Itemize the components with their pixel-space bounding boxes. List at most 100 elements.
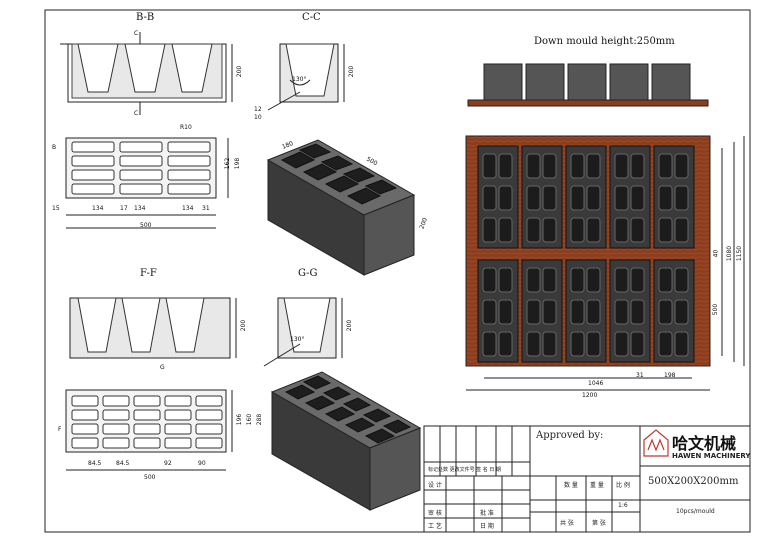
dim-162: 162 <box>224 157 232 170</box>
dim-r10: R10 <box>180 124 192 131</box>
hawen-logo-icon <box>643 429 669 457</box>
slot-cavity <box>119 183 163 195</box>
total-sheets-label: 共 张 <box>560 520 574 527</box>
slot-cavity <box>133 409 161 421</box>
mould-core <box>630 185 645 211</box>
mould-core <box>630 267 645 293</box>
mould-core <box>658 217 673 243</box>
mould-core <box>586 153 601 179</box>
mould-core <box>526 153 541 179</box>
dim-500-top: 500 <box>140 222 152 229</box>
mould-core <box>482 267 497 293</box>
mould-core <box>674 185 689 211</box>
slot-cavity <box>133 423 161 435</box>
slot-cavity <box>195 395 223 407</box>
slot-cavity <box>164 395 192 407</box>
mould-core <box>570 217 585 243</box>
sheet-no-label: 第 张 <box>592 520 606 527</box>
mould-core <box>658 331 673 357</box>
slot-cavity <box>71 437 99 449</box>
slot-cavity <box>167 141 211 153</box>
slot-cavity <box>195 437 223 449</box>
top-plan-view-1 <box>65 137 229 229</box>
dim-198: 198 <box>234 157 242 170</box>
mould-core <box>542 299 557 325</box>
slot-cavity <box>133 437 161 449</box>
slot-cavity <box>71 141 115 153</box>
mould-side-view <box>467 63 709 107</box>
slot-cavity <box>102 395 130 407</box>
section-marker-c-top: C <box>134 30 139 37</box>
dim-200-bb: 200 <box>236 65 244 78</box>
mould-core <box>526 217 541 243</box>
mould-core <box>614 331 629 357</box>
dim-200-cc: 200 <box>348 65 356 78</box>
mould-core <box>526 267 541 293</box>
dim-12: 12 <box>254 106 262 113</box>
dim-134-c: 134 <box>182 205 194 212</box>
mould-core <box>526 185 541 211</box>
dim-130-gg: 130° <box>290 336 305 343</box>
dim-134-a: 134 <box>92 205 104 212</box>
mould-dim-1200: 1200 <box>582 392 598 399</box>
dim-196: 196 <box>236 413 244 426</box>
dim-84-5-a: 84.5 <box>88 460 102 467</box>
slot-cavity <box>102 423 130 435</box>
mould-core <box>482 153 497 179</box>
mould-core <box>526 331 541 357</box>
review-label: 审 核 <box>428 510 442 517</box>
mould-core <box>482 299 497 325</box>
mould-core <box>526 299 541 325</box>
slot-cavity <box>71 169 115 181</box>
dim-10: 10 <box>254 114 262 121</box>
slot-cavity <box>164 423 192 435</box>
mould-dim-1150: 1150 <box>736 245 744 262</box>
mould-core <box>586 267 601 293</box>
mould-core <box>674 153 689 179</box>
mould-core <box>586 299 601 325</box>
mould-dim-500: 500 <box>712 303 720 316</box>
dim-130-cc: 130° <box>292 76 307 83</box>
dim-15: 15 <box>52 205 60 212</box>
process-label: 工 艺 <box>428 523 442 530</box>
mould-dim-1046: 1046 <box>588 380 604 387</box>
slot-cavity <box>71 183 115 195</box>
mould-core <box>498 299 513 325</box>
date-label: 日 期 <box>480 523 494 530</box>
slot-cavity <box>167 155 211 167</box>
mould-core <box>658 299 673 325</box>
bb-view-label: B-B <box>136 12 155 23</box>
title-block <box>423 425 751 533</box>
mould-core <box>658 153 673 179</box>
gg-view-label: G-G <box>298 268 318 279</box>
scale-value: 1:6 <box>618 502 628 509</box>
mould-core <box>498 217 513 243</box>
mould-core <box>498 153 513 179</box>
mould-core <box>674 217 689 243</box>
mould-core <box>614 153 629 179</box>
slot-cavity <box>167 183 211 195</box>
mould-core <box>658 267 673 293</box>
mould-core <box>674 267 689 293</box>
slot-cavity <box>119 141 163 153</box>
dim-160: 160 <box>246 413 254 426</box>
mould-core <box>542 217 557 243</box>
slot-cavity <box>195 423 223 435</box>
company-name-cn: 哈文机械 <box>672 434 737 453</box>
ff-section-view <box>69 297 237 359</box>
mould-title: Down mould height:250mm <box>534 36 675 47</box>
section-marker-f: F <box>58 426 62 433</box>
mould-core <box>570 331 585 357</box>
mould-core <box>614 217 629 243</box>
company-name-en: HAWEN MACHINERY <box>672 452 751 460</box>
section-marker-c-bottom: C <box>134 110 139 117</box>
mould-core <box>498 331 513 357</box>
mould-dim-198: 198 <box>664 372 676 379</box>
product-size: 500X200X200mm <box>648 476 739 487</box>
dim-84-5-b: 84.5 <box>116 460 130 467</box>
dim-90: 90 <box>198 460 206 467</box>
dim-17: 17 <box>120 205 128 212</box>
mould-dim-31: 31 <box>636 372 644 379</box>
mould-core <box>614 267 629 293</box>
